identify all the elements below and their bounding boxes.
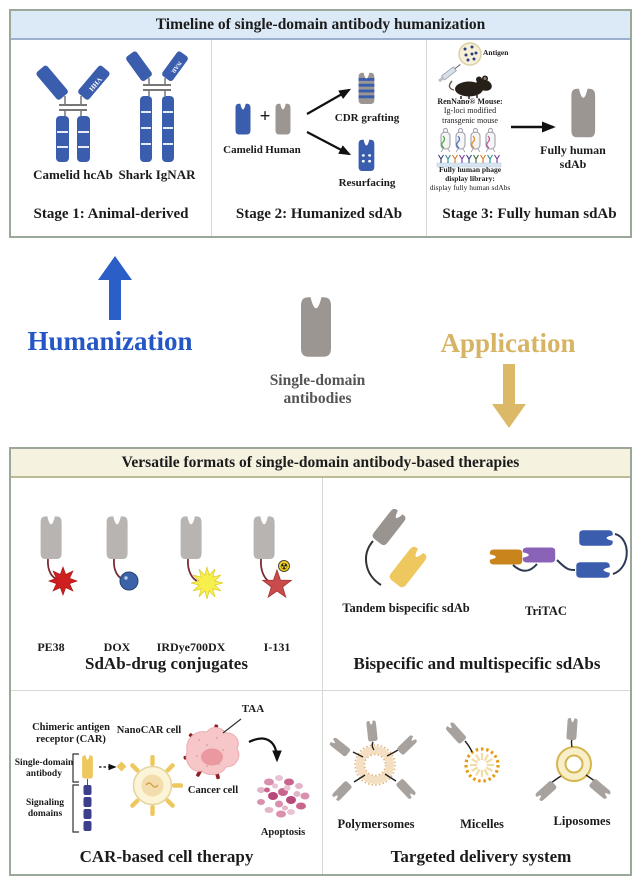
formats-panel: Versatile formats of single-domain antib…: [9, 447, 632, 876]
car-sdab-domain: [82, 755, 93, 779]
phage-caption-title: Fully human phage display library:: [438, 165, 502, 183]
application-arrow-icon: [492, 364, 526, 428]
formats-panel-header: Versatile formats of single-domain antib…: [11, 449, 630, 478]
dox-label: DOX: [103, 640, 131, 654]
apoptosis-cluster-icon: [257, 775, 310, 818]
irdye700dx-label: IRDye700DX: [156, 640, 226, 654]
pe38-burst-icon: [47, 565, 79, 597]
mouse-caption-title: RenNano® Mouse:: [437, 97, 503, 106]
cancer-cell-icon: [183, 724, 240, 780]
cancer-cell-label: Cancer cell: [187, 785, 239, 796]
mouse-icon: [448, 75, 492, 99]
single-domain-antibody-icon: [301, 297, 331, 357]
polymersome-icon: [328, 720, 418, 802]
car-sdab-label: Single-domain antibody: [14, 758, 74, 779]
human-domain-label: Human: [265, 144, 301, 156]
tritac-orange-domain: [489, 549, 523, 565]
camelid-hcab-label: Camelid hcAb: [33, 167, 113, 182]
i131-label: I-131: [263, 640, 291, 654]
nanocar-cell-label: NanoCAR cell: [116, 725, 182, 736]
application-label: Application: [440, 328, 576, 358]
pe38-label: PE38: [37, 640, 65, 654]
label-brackets: [72, 753, 79, 833]
micelles-label: Micelles: [460, 817, 504, 831]
stage3-graphic: [436, 42, 596, 168]
quadrant-divider: [322, 478, 323, 874]
cdr-grafted-domain-icon: [358, 72, 375, 105]
single-domain-antibodies-label: Single-domain antibodies: [269, 372, 366, 407]
camelid-domain-label: Camelid: [223, 144, 263, 156]
plus-sign: +: [259, 106, 271, 127]
humanization-label: Humanization: [27, 326, 193, 356]
mouse-caption: RenNano® Mouse: Ig-loci modified transge…: [427, 97, 513, 125]
phage-caption-body: display fully human sdAbs: [429, 182, 511, 192]
tritac-purple-domain: [522, 547, 556, 563]
cdr-arrow: [306, 88, 352, 115]
stage2-column: + Camelid Human CDR grafting Resurfacing…: [212, 40, 426, 236]
svg-text:☢: ☢: [280, 562, 288, 572]
car-signaling-label: Signaling domains: [25, 798, 65, 819]
tritac-blue-domain: [576, 562, 610, 578]
irdye-burst-icon: [190, 566, 224, 600]
bispecific-title: Bispecific and multispecific sdAbs: [353, 654, 601, 673]
delivery-title: Targeted delivery system: [390, 847, 572, 866]
resurfaced-domain-icon: [358, 139, 375, 172]
stage2-graphic: [235, 72, 375, 172]
delivery-graphic: [328, 717, 612, 802]
tritac-blue-domain: [579, 530, 613, 546]
quadrant-divider: [11, 690, 630, 691]
antibody-array-icon: [436, 154, 502, 168]
phage-caption: Fully human phage display library: displ…: [427, 165, 513, 193]
camelid-hcab-icon: VHH: [36, 65, 110, 162]
radiation-icon: ☢: [278, 560, 290, 572]
stage1-column: VHH NAR Camelid hcAb Shark IgNAR Stage 1…: [11, 40, 211, 236]
apoptosis-label: Apoptosis: [260, 827, 306, 838]
shark-ignar-icon: NAR: [126, 51, 188, 162]
taa-pointer-line: [222, 718, 242, 734]
timeline-panel: Timeline of single-domain antibody human…: [9, 9, 632, 238]
liposome-icon: [534, 717, 612, 802]
phage-library-icon: [440, 128, 496, 153]
stage-divider: [426, 40, 427, 236]
shark-ignar-label: Shark IgNAR: [118, 167, 196, 182]
apoptosis-arrow: [248, 737, 282, 763]
i131-star-icon: [261, 568, 293, 599]
resurfacing-arrow: [306, 131, 352, 156]
resurfacing-label: Resurfacing: [338, 177, 396, 189]
antigen-dish-icon: [458, 42, 482, 66]
taa-label: TAA: [241, 703, 265, 715]
car-therapy-graphic: [72, 718, 310, 833]
stage3-column: Antigen RenNano® Mouse: Ig-loci modified…: [427, 40, 632, 236]
stage1-title: Stage 1: Animal-derived: [33, 206, 189, 222]
mouse-caption-body: Ig-loci modified transgenic mouse: [442, 106, 498, 125]
stage2-title: Stage 2: Humanized sdAb: [235, 206, 403, 222]
tritac-label: TriTAC: [525, 604, 567, 618]
cdr-grafting-label: CDR grafting: [334, 112, 400, 124]
syringe-icon: [438, 64, 461, 83]
liposomes-label: Liposomes: [553, 814, 611, 828]
stage-divider: [211, 40, 212, 236]
tandem-gray-domain: [370, 507, 408, 547]
polymersomes-label: Polymersomes: [337, 817, 415, 831]
dox-sphere-icon: [119, 571, 139, 591]
timeline-panel-title: Timeline of single-domain antibody human…: [155, 16, 486, 33]
fully-human-sdab-label: Fully human sdAb: [540, 143, 606, 171]
bispecific-graphic: [365, 507, 628, 590]
stage3-title: Stage 3: Fully human sdAb: [442, 206, 617, 222]
car-receptor-label: Chimeric antigen receptor (CAR): [32, 722, 110, 745]
fully-human-sdab-icon: [571, 88, 596, 138]
tandem-bispecific-label: Tandem bispecific sdAb: [342, 601, 470, 615]
timeline-panel-header: Timeline of single-domain antibody human…: [11, 11, 630, 40]
conjugates-title: SdAb-drug conjugates: [85, 654, 248, 673]
drug-conjugates-graphic: ☢: [40, 516, 293, 600]
nanocar-cell-icon: [130, 755, 183, 816]
car-signaling-domains: [83, 785, 92, 831]
formats-panel-title: Versatile formats of single-domain antib…: [121, 454, 520, 471]
antigen-label: Antigen: [483, 48, 509, 57]
humanization-arrow-icon: [98, 256, 132, 320]
car-title: CAR-based cell therapy: [79, 847, 254, 866]
tandem-gold-domain: [387, 544, 429, 590]
micelle-icon: [445, 721, 500, 783]
